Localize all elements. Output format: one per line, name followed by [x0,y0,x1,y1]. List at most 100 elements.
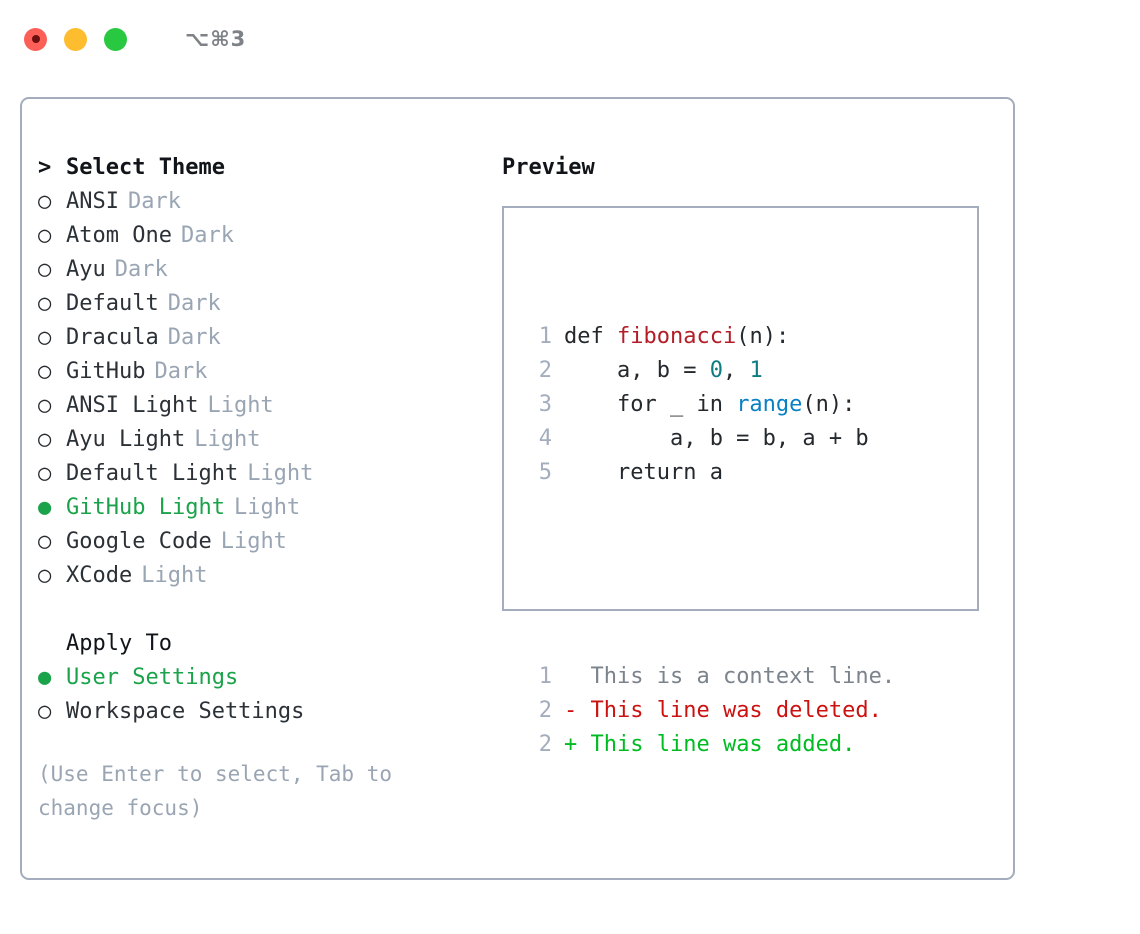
keyboard-hint: (Use Enter to select, Tab to change focu… [38,762,393,820]
theme-category-tag: Light [207,393,274,418]
radio-unselected-icon[interactable]: ○ [38,223,52,248]
theme-category-tag: Light [141,563,208,588]
radio-selected-icon[interactable]: ● [38,495,52,520]
code-token: a, b = [564,358,710,383]
apply-to-header: Apply To [38,627,498,661]
theme-list-item[interactable]: ○ GitHub Dark [38,355,498,389]
theme-list-item[interactable]: ○ Default Light Light [38,457,498,491]
theme-name: Atom One [66,223,172,248]
preview-title: Preview [502,155,595,180]
theme-category-tag: Dark [154,359,208,384]
radio-unselected-icon[interactable]: ○ [38,427,52,452]
code-token: , [722,358,750,383]
line-number: 5 [538,460,552,485]
code-token: return a [564,460,723,485]
diff-line-text: This is a context line. [577,664,896,689]
theme-category-tag: Dark [127,189,181,214]
diff-line-text: This line was added. [577,732,856,757]
code-line-text: a, b = 0, 1 [564,354,763,388]
code-line: 3 for _ in range(n): [524,388,895,422]
line-number: 3 [538,392,552,417]
minimize-button[interactable] [64,27,87,51]
prompt-caret-icon: > [38,155,52,180]
line-number: 1 [538,324,552,349]
theme-list-item[interactable]: ○ XCode Light [38,559,498,593]
theme-list-item[interactable]: ○ Atom One Dark [38,219,498,253]
apply-to-option[interactable]: ○ Workspace Settings [38,695,498,729]
list-spacer [38,593,498,627]
code-token: (n): [802,392,856,417]
diff-marker [564,660,577,694]
theme-name: GitHub Light [66,495,225,520]
diff-line: 1 This is a context line. [524,660,895,694]
close-button[interactable] [24,27,47,51]
theme-picker-title: Select Theme [66,155,225,180]
radio-selected-icon[interactable]: ● [38,665,52,690]
diff-sample: 1 This is a context line.2- This line wa… [524,660,895,762]
zoom-button[interactable] [104,27,127,51]
theme-category-tag: Light [233,495,301,520]
theme-category-tag: Light [247,461,314,486]
theme-name: ANSI Light [66,393,199,418]
radio-unselected-icon[interactable]: ○ [38,291,52,316]
line-number: 2 [538,358,552,383]
code-token: fibonacci [616,324,737,349]
theme-list-item[interactable]: ● GitHub Light Light [38,491,498,525]
code-line-text: a, b = b, a + b [564,422,869,456]
line-number: 2 [538,732,552,757]
theme-category-tag: Dark [167,291,221,316]
theme-name: XCode [66,563,133,588]
apply-to-option[interactable]: ●User Settings [38,661,498,695]
radio-unselected-icon[interactable]: ○ [38,699,52,724]
line-number: 1 [538,664,552,689]
theme-category-tag: Dark [114,257,168,282]
line-number: 2 [538,698,552,723]
code-line-text: for _ in range(n): [564,388,855,422]
code-line: 2 a, b = 0, 1 [524,354,895,388]
apply-to-title: Apply To [66,631,172,656]
code-token: 1 [749,358,763,383]
code-blank-line [524,558,895,592]
radio-unselected-icon[interactable]: ○ [38,257,52,282]
code-line: 4 a, b = b, a + b [524,422,895,456]
theme-name: GitHub [66,359,146,384]
apply-to-option-label: Workspace Settings [66,699,305,724]
window-controls [24,27,127,51]
code-token: def [564,324,617,349]
theme-name: Default Light [66,461,239,486]
radio-unselected-icon[interactable]: ○ [38,325,52,350]
theme-name: ANSI [66,189,119,214]
theme-name: Ayu Light [66,427,186,452]
theme-name: Dracula [66,325,159,350]
code-token: range [736,392,803,417]
theme-list-item[interactable]: ○ ANSI Light Light [38,389,498,423]
code-line: 5 return a [524,456,895,490]
radio-unselected-icon[interactable]: ○ [38,359,52,384]
radio-unselected-icon[interactable]: ○ [38,563,52,588]
theme-list-item[interactable]: ○ ANSI Dark [38,185,498,219]
radio-unselected-icon[interactable]: ○ [38,189,52,214]
diff-line: 2+ This line was added. [524,728,895,762]
radio-unselected-icon[interactable]: ○ [38,529,52,554]
code-line-text: return a [564,456,723,490]
radio-unselected-icon[interactable]: ○ [38,393,52,418]
code-line: 1 def fibonacci(n): [524,320,895,354]
title-bar: ⌥⌘3 [0,0,1140,78]
code-token: for _ in [564,392,737,417]
code-token: (n): [736,324,790,349]
code-line-text: def fibonacci(n): [564,320,789,354]
keyboard-shortcut-label: ⌥⌘3 [185,27,247,51]
radio-unselected-icon[interactable]: ○ [38,461,52,486]
theme-category-tag: Dark [180,223,234,248]
